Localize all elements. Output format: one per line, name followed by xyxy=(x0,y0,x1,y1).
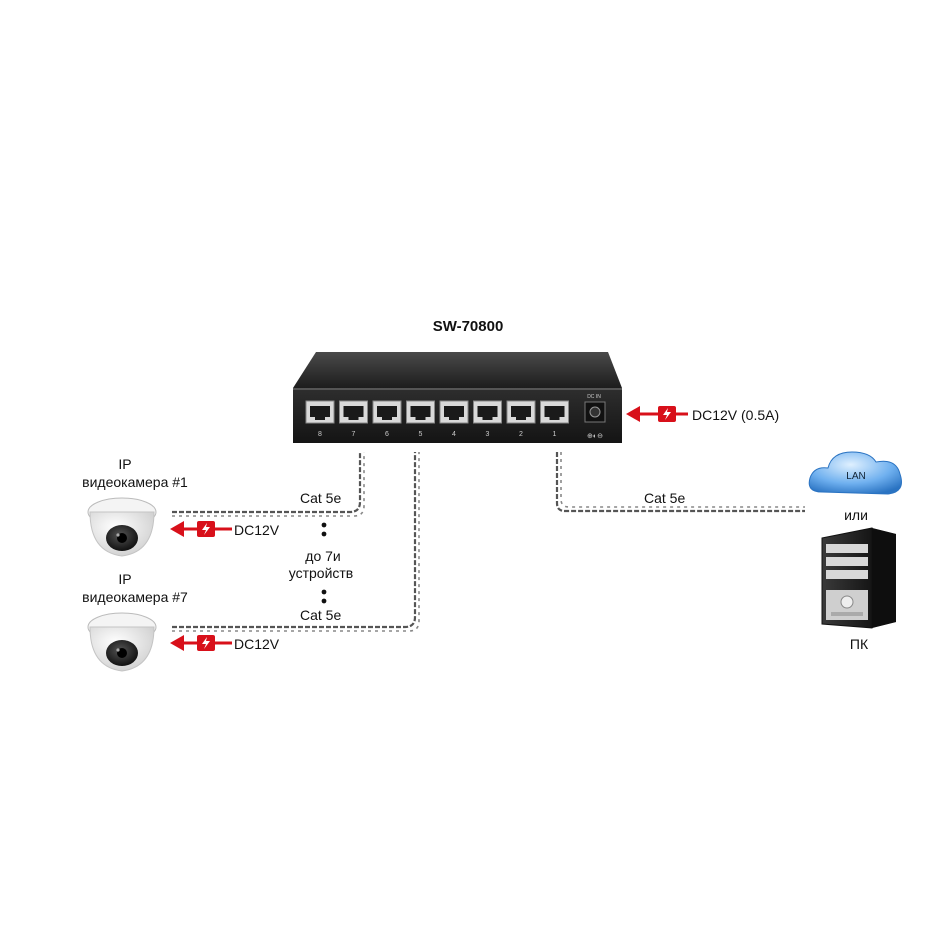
port-number-label: 4 xyxy=(452,431,456,438)
rj45-port-3: 3 xyxy=(473,400,502,438)
switch-model-label: SW-70800 xyxy=(432,318,504,335)
rj45-port-6: 6 xyxy=(372,400,402,438)
rj45-port-1: 1 xyxy=(540,400,569,438)
camera1-cable-label: Cat 5e xyxy=(300,490,342,506)
cable-group xyxy=(172,452,805,632)
cable-camera7 xyxy=(172,452,417,629)
camera7-type-label: IP xyxy=(118,571,132,587)
port-number-label: 7 xyxy=(352,431,356,438)
power-arrow-camera7 xyxy=(170,635,232,651)
rj45-port-8: 8 xyxy=(305,400,335,438)
pc-label: ПК xyxy=(849,636,869,652)
port-number-label: 2 xyxy=(519,431,523,438)
port-number-label: 6 xyxy=(385,431,389,438)
or-label: или xyxy=(844,507,868,523)
cable-camera1 xyxy=(172,452,362,514)
continuation-dots xyxy=(321,522,327,604)
port-number-label: 1 xyxy=(553,431,557,438)
rj45-port-2: 2 xyxy=(506,400,536,438)
camera1-type-label: IP xyxy=(118,456,132,472)
dome-camera-7 xyxy=(87,612,157,672)
cable-camera7-twist xyxy=(172,452,420,632)
device-count-label: до 7и xyxy=(305,548,341,564)
rj45-port-5: 5 xyxy=(406,400,435,438)
power-arrow-switch xyxy=(626,406,688,422)
dome-camera-1 xyxy=(87,497,157,557)
camera7-cable-label: Cat 5e xyxy=(300,607,342,623)
camera7-power-label: DC12V xyxy=(234,636,280,652)
pc-tower-icon xyxy=(821,527,896,629)
switch-device: 8 7 6 5 4 3 2 1 DC IN ⊕◐⊖ xyxy=(293,352,622,443)
port-number-label: 8 xyxy=(318,431,322,438)
cable-camera1-twist xyxy=(172,452,365,517)
rj45-port-7: 7 xyxy=(339,400,368,438)
port-number-label: 3 xyxy=(486,431,490,438)
camera7-name-label: видеокамера #7 xyxy=(82,589,188,605)
cable-uplink xyxy=(555,452,805,513)
switch-ports: 8 7 6 5 4 3 2 1 xyxy=(305,400,569,438)
polarity-symbol-icon: ⊕◐⊖ xyxy=(587,433,603,440)
power-arrow-camera1 xyxy=(170,521,232,537)
lan-label: LAN xyxy=(846,471,865,482)
dc-in-label: DC IN xyxy=(587,394,601,400)
rj45-port-4: 4 xyxy=(439,400,469,438)
port-number-label: 5 xyxy=(419,431,423,438)
uplink-cable-label: Cat 5e xyxy=(644,490,686,506)
lan-cloud-icon: LAN xyxy=(808,451,902,495)
switch-power-label: DC12V (0.5A) xyxy=(692,407,780,423)
camera1-name-label: видеокамера #1 xyxy=(82,474,188,490)
camera1-power-label: DC12V xyxy=(234,522,280,538)
device-count-label-2: устройств xyxy=(288,565,354,581)
